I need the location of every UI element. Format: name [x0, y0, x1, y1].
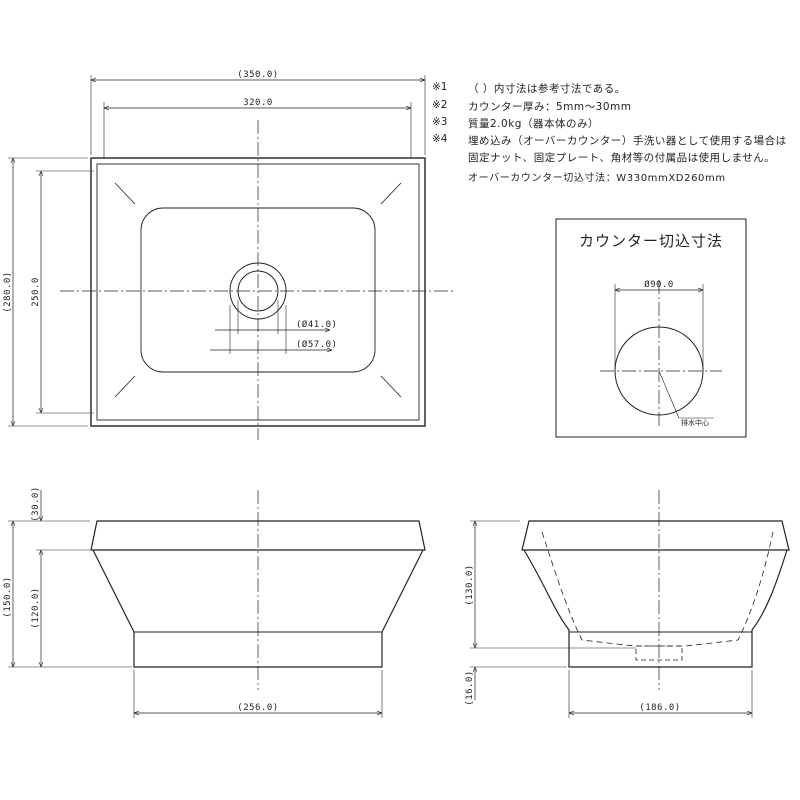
label-drain-outer: (Ø57.0) — [296, 339, 337, 350]
note-mark: ※4 — [432, 133, 448, 145]
cutout-box-frame — [555, 218, 747, 438]
basin-outer-rim — [90, 157, 426, 427]
corner-line — [380, 182, 402, 205]
side-drain-hidden — [635, 645, 683, 661]
front-view — [8, 490, 426, 718]
label-overall-depth: (280.0) — [3, 271, 13, 312]
label-overall-width: (350.0) — [237, 70, 278, 80]
note-text: 埋め込み（オーバーカウンター）手洗い器として使用する場合は — [468, 135, 787, 147]
side-rim — [521, 520, 790, 551]
note-text: （ ）内寸法は参考寸法である。 — [468, 83, 626, 95]
label-side-base-width: (186.0) — [639, 703, 680, 713]
label-drain-center: 排水中心 — [681, 418, 709, 427]
label-total-height: (150.0) — [3, 576, 13, 617]
cutout-size-text: オーバーカウンター切込寸法：W330mmXD260mm — [468, 173, 726, 184]
note-mark: ※2 — [432, 99, 448, 111]
side-bowl — [523, 549, 788, 668]
label-inner-width: 320.0 — [243, 98, 273, 108]
corner-line — [114, 375, 136, 398]
note-text: 固定ナット、固定プレート、角材等の付属品は使用しません。 — [468, 152, 776, 164]
label-body-height: (120.0) — [31, 587, 41, 628]
cutout-box-title: カウンター切込寸法 — [578, 232, 723, 250]
side-dim-labels: (130.0) (16.0) (186.0) — [465, 564, 680, 713]
plan-view — [8, 75, 455, 440]
label-bowl-height: (130.0) — [465, 564, 475, 605]
side-inner-bowl-hidden — [541, 531, 774, 647]
label-rim-height: (30.0) — [31, 486, 41, 522]
note-text: カウンター厚み：5mm～30mm — [468, 101, 632, 113]
drain-center-leader — [658, 370, 680, 419]
corner-line — [114, 182, 136, 205]
label-cutout-diameter: Ø90.0 — [644, 279, 674, 290]
label-base-width: (256.0) — [237, 703, 278, 713]
label-drain-inner: (Ø41.0) — [296, 319, 337, 330]
note-mark: ※3 — [432, 116, 448, 128]
corner-line — [380, 375, 402, 398]
front-dim-labels: (30.0) (150.0) (120.0) (256.0) — [3, 486, 278, 713]
label-inner-depth: 250.0 — [31, 277, 41, 307]
cutout-diagram — [555, 218, 747, 438]
side-view — [470, 490, 790, 718]
plan-dim-labels: (350.0) 320.0 (280.0) 250.0 (Ø41.0) (Ø57… — [3, 70, 337, 350]
front-rim — [90, 520, 426, 551]
note-text: 質量2.0kg（器本体のみ） — [468, 118, 599, 130]
label-base-height: (16.0) — [465, 670, 475, 706]
note-mark: ※1 — [432, 81, 448, 93]
